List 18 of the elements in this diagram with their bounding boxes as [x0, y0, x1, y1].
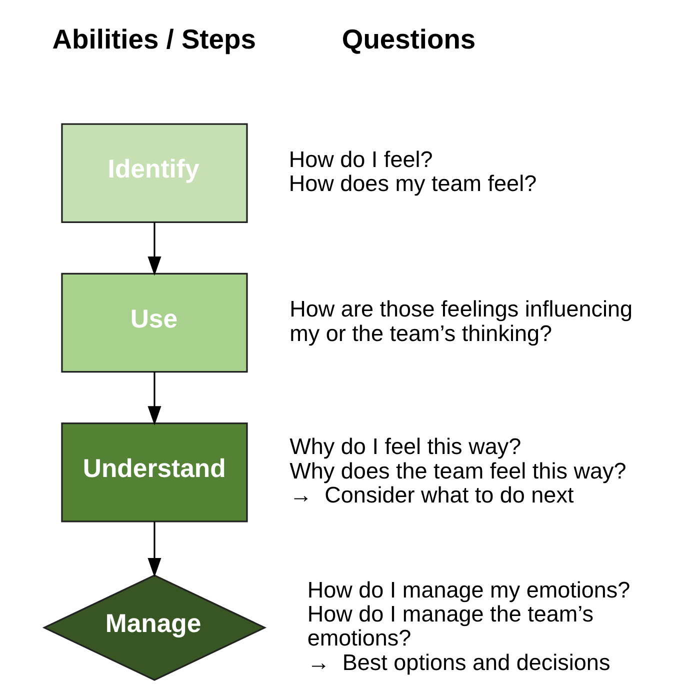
label: Questions	[342, 24, 476, 55]
node-label: Why does the team feel this way?	[290, 458, 626, 484]
arrow	[148, 372, 162, 426]
label: Abilities / Steps	[52, 24, 256, 55]
node-box: Identify	[61, 123, 248, 223]
node-label: How does my team feel?	[288, 171, 537, 196]
arrow	[148, 222, 162, 276]
node-label: How are those feelings influencing my or the team’s thinking?	[290, 296, 633, 346]
arrow	[148, 522, 162, 578]
node-label: Why do I feel this way?	[290, 434, 522, 460]
node-label: How do I manage the team’s emotions?	[307, 602, 594, 651]
node-label: How do I manage my emotions?	[307, 577, 630, 602]
node-label: → Best options and decisions	[307, 650, 610, 675]
node-box: Understand	[61, 422, 248, 522]
node-label: → Consider what to do next	[290, 482, 574, 508]
node-box: Use	[61, 272, 248, 373]
node-label: How do I feel?	[288, 147, 433, 172]
node-diamond: Manage	[42, 574, 267, 681]
